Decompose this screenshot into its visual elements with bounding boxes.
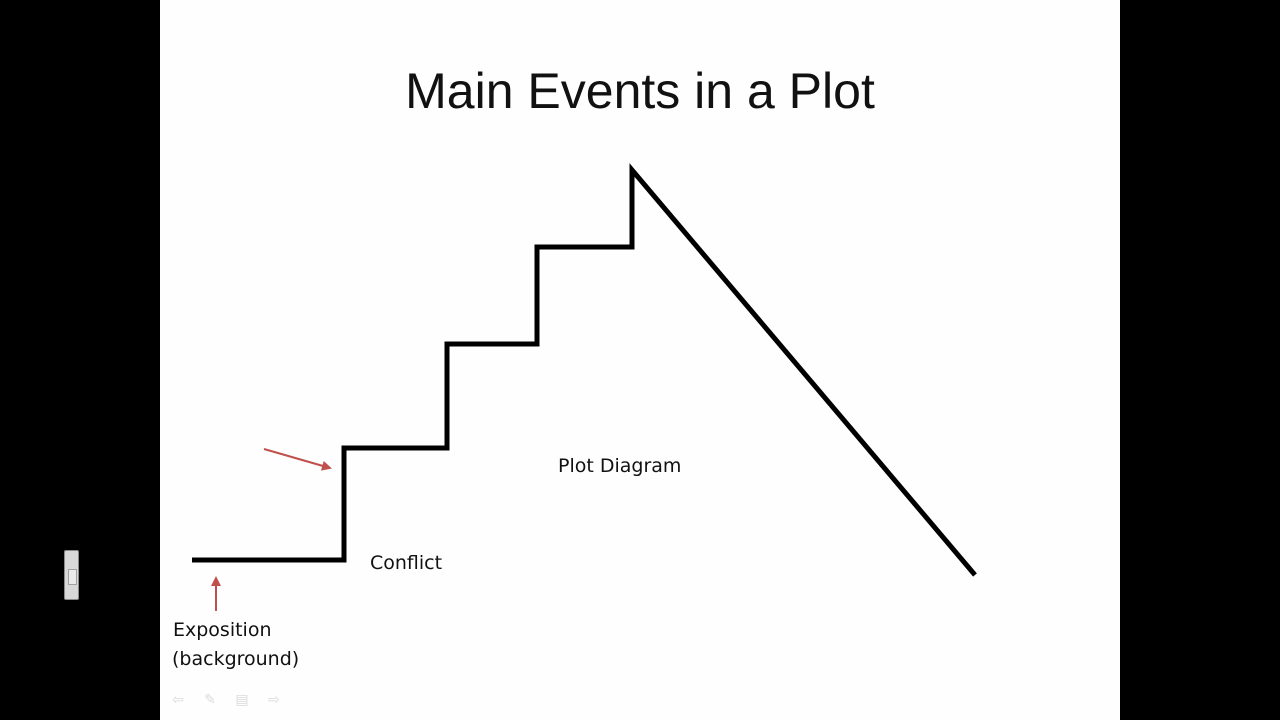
plot-diagram <box>192 163 977 611</box>
scrollbar-grip-icon <box>68 569 77 585</box>
conflict-arrow <box>263 448 332 471</box>
background-label: (background) <box>172 648 300 670</box>
previous-arrow-icon[interactable]: ⇦ <box>172 692 184 708</box>
menu-icon[interactable]: ▤ <box>235 692 249 708</box>
slideshow-controls: ⇦ ✎ ▤ ⇨ <box>168 688 284 712</box>
slide: Main Events in a Plot Conflict Plot Diag… <box>160 0 1120 720</box>
conflict-label: Conflict <box>370 552 443 574</box>
plot-line <box>192 163 977 577</box>
scrollbar-thumb[interactable] <box>64 550 79 600</box>
pen-icon[interactable]: ✎ <box>204 692 216 708</box>
exposition-label: Exposition <box>173 619 272 641</box>
next-arrow-icon[interactable]: ⇨ <box>268 692 280 708</box>
slide-title: Main Events in a Plot <box>405 63 875 119</box>
plot-diagram-label: Plot Diagram <box>558 455 682 477</box>
